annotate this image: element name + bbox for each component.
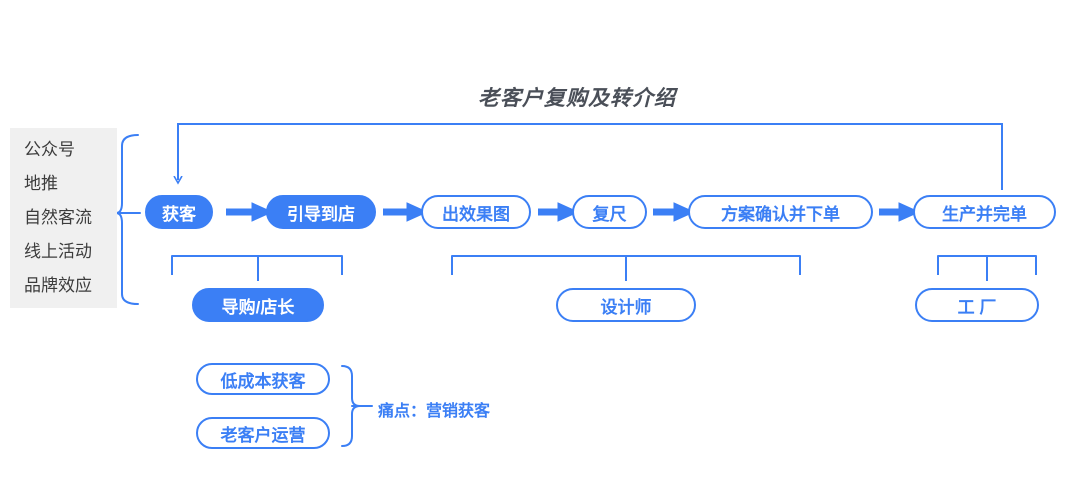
source-item-3: 线上活动 <box>24 242 92 261</box>
role-bracket-1 <box>171 255 343 275</box>
source-bracket <box>115 134 139 305</box>
pain-pill-old-customer-ops[interactable]: 老客户运营 <box>196 417 330 449</box>
flow-node-shengchanbingwandan[interactable]: 生产并完单 <box>913 195 1056 229</box>
source-item-4: 品牌效应 <box>24 276 92 295</box>
pain-bracket <box>341 365 361 447</box>
flow-node-fanganquerenbingxiadan[interactable]: 方案确认并下单 <box>688 195 873 229</box>
role-bracket-3 <box>937 255 1037 275</box>
role-bracket-2 <box>451 255 801 275</box>
pain-point-label: 痛点：营销获客 <box>378 403 491 420</box>
loop-title: 老客户复购及转介绍 <box>478 87 676 110</box>
role-gongchang[interactable]: 工 厂 <box>915 288 1039 322</box>
acquisition-sources-panel: 公众号 地推 自然客流 线上活动 品牌效应 <box>10 128 117 308</box>
flow-node-fuchi[interactable]: 复尺 <box>572 195 647 229</box>
role-daogou-dianzhang[interactable]: 导购/店长 <box>192 288 324 322</box>
flow-node-chuxiaoguotu[interactable]: 出效果图 <box>421 195 531 229</box>
pain-pill-low-cost-acquisition[interactable]: 低成本获客 <box>196 363 330 395</box>
role-shejishi[interactable]: 设计师 <box>556 288 696 322</box>
flow-node-yindaodaodian[interactable]: 引导到店 <box>266 195 376 229</box>
source-item-2: 自然客流 <box>24 208 92 227</box>
return-loop-path <box>178 123 1003 190</box>
flow-node-huoke[interactable]: 获客 <box>145 195 213 229</box>
source-item-0: 公众号 <box>24 140 75 159</box>
source-item-1: 地推 <box>24 174 58 193</box>
